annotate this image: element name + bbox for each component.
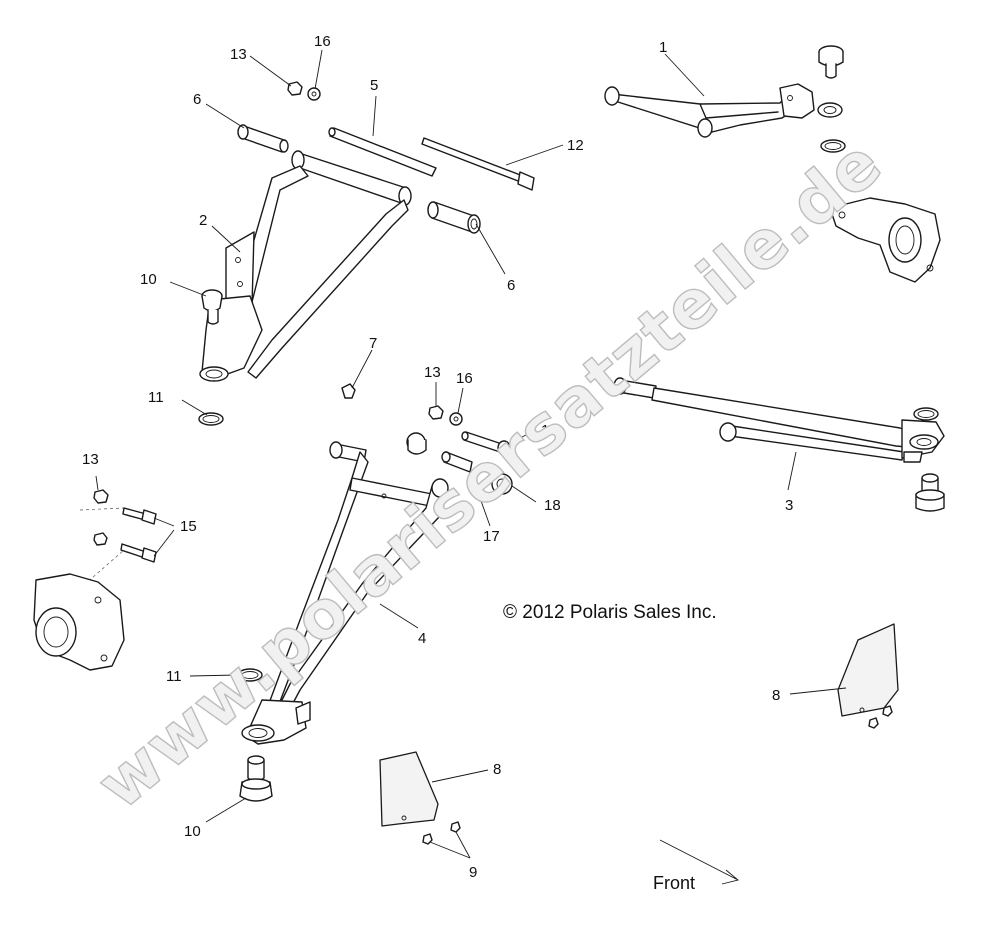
callout-10-upper: 10 <box>140 271 157 288</box>
ball-joint-right <box>915 473 945 512</box>
part-3-a-arm-lower-right <box>613 377 945 463</box>
spindle-left <box>33 573 125 671</box>
part-13-nut-top <box>287 81 303 96</box>
callout-13-center: 13 <box>424 364 441 381</box>
callout-5: 5 <box>370 77 378 94</box>
part-17-pin <box>441 451 473 473</box>
part-5-rod <box>328 127 437 177</box>
part-9-screw-right-b <box>868 717 879 729</box>
callout-9: 9 <box>469 864 477 881</box>
ring-right <box>913 407 939 421</box>
part-15-bolt-upper <box>122 507 157 525</box>
front-label: Front <box>653 873 695 893</box>
part-8-guard-right <box>837 623 899 717</box>
part-6-bushing-right <box>427 201 481 234</box>
callout-17: 17 <box>483 528 500 545</box>
part-4-a-arm-lower <box>241 441 449 745</box>
callout-8-left: 8 <box>493 761 501 778</box>
part-9-screw-right-a <box>882 705 893 717</box>
part-16-washer-center <box>449 412 463 426</box>
part-7-clip <box>341 383 356 399</box>
part-8-guard-left <box>379 751 439 827</box>
copyright-text: © 2012 Polaris Sales Inc. <box>503 602 717 623</box>
part-13-nut-left-lower <box>93 532 108 546</box>
part-15-bolt-lower <box>120 543 157 563</box>
part-16-washer-top <box>307 87 321 101</box>
callout-18: 18 <box>544 497 561 514</box>
callout-13-left: 13 <box>82 451 99 468</box>
spindle-top-right <box>829 197 941 283</box>
callout-1: 1 <box>659 39 667 56</box>
part-18-bushing <box>491 473 513 495</box>
part-6-bushing-top <box>237 124 289 153</box>
part-10-ball-joint-upper <box>201 289 223 325</box>
part-12-bolt <box>421 137 535 191</box>
callout-6-right: 6 <box>507 277 515 294</box>
callout-15: 15 <box>180 518 197 535</box>
part-1-a-arm-upper-right <box>604 83 843 138</box>
watermark: www.polarisersatzteile.de <box>83 124 897 824</box>
part-10-ball-joint-lower <box>239 755 273 802</box>
callout-13-top: 13 <box>230 46 247 63</box>
part-11-ring-upper <box>198 412 224 426</box>
callout-16-top: 16 <box>314 33 331 50</box>
part-9-screw-left-a <box>450 821 461 833</box>
ball-joint-top-right <box>818 45 844 79</box>
callout-4: 4 <box>418 630 426 647</box>
callout-14: 14 <box>541 422 558 439</box>
part-13-nut-left <box>93 489 109 504</box>
ring-top-right <box>820 139 846 153</box>
callout-7: 7 <box>369 335 377 352</box>
front-indicator: Front <box>653 839 739 893</box>
callout-2: 2 <box>199 212 207 229</box>
part-13-nut-center <box>428 405 444 420</box>
callout-8-right: 8 <box>772 687 780 704</box>
bushing-center <box>406 432 427 455</box>
callout-3: 3 <box>785 497 793 514</box>
callout-16-center: 16 <box>456 370 473 387</box>
callout-11-lower: 11 <box>166 668 182 685</box>
part-2-a-arm-upper-left <box>199 150 412 382</box>
leader-lines <box>95 49 847 859</box>
callout-10-lower: 10 <box>184 823 201 840</box>
callout-11-upper: 11 <box>148 389 164 406</box>
front-arrow-icon <box>659 839 739 885</box>
callout-6-top: 6 <box>193 91 201 108</box>
callout-labels: 1 2 3 4 5 6 6 7 8 8 9 10 10 11 11 12 13 … <box>82 33 793 881</box>
callout-12: 12 <box>567 137 584 154</box>
